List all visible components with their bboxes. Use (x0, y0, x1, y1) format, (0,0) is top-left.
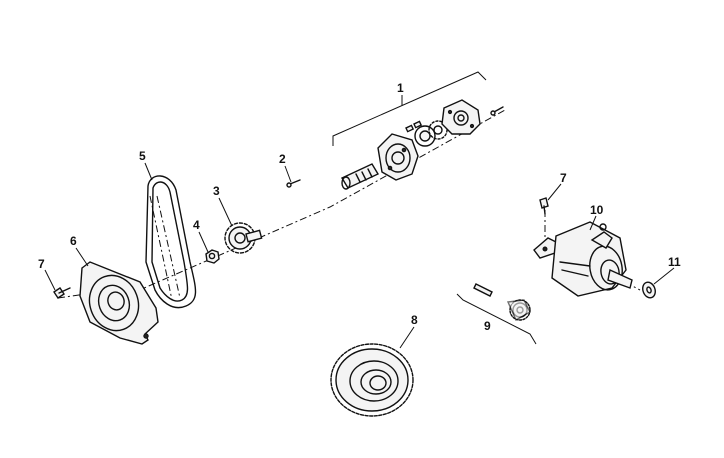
cover-plate-part (79, 261, 159, 345)
starter-motor-part (533, 221, 633, 297)
screw-part (286, 179, 301, 188)
callout-4: 4 (193, 218, 200, 232)
center-axis-line (57, 109, 506, 299)
drive-gear-part (473, 283, 531, 321)
leader-4 (198, 231, 209, 253)
leader-7-left (44, 269, 56, 291)
callout-8: 8 (411, 313, 418, 327)
drive-chain-part (145, 175, 197, 309)
leader-8 (399, 326, 415, 349)
leader-11 (653, 267, 675, 285)
callout-7-left: 7 (38, 257, 45, 271)
large-gear-part (330, 343, 414, 417)
nut-part (205, 249, 220, 264)
leader-5 (144, 162, 153, 181)
callout-11: 11 (668, 255, 681, 269)
callout-5: 5 (139, 149, 146, 163)
bracket-1 (332, 71, 487, 146)
pump-assembly-part (341, 99, 504, 190)
bolt-right-part (539, 197, 549, 215)
callout-7-right: 7 (560, 171, 567, 185)
callout-9: 9 (484, 319, 491, 333)
callout-1: 1 (397, 81, 404, 95)
callout-10: 10 (590, 203, 604, 217)
leader-6 (75, 247, 89, 267)
leader-3 (218, 197, 233, 227)
leader-2 (284, 165, 292, 183)
callout-2: 2 (279, 152, 286, 166)
sprocket-part (224, 222, 263, 254)
callout-3: 3 (213, 184, 220, 198)
washer-part (642, 281, 656, 299)
bracket-9 (456, 293, 537, 345)
callout-6: 6 (70, 234, 77, 248)
leader-7-right (547, 183, 562, 201)
leader-10 (589, 215, 597, 231)
bolt-left-part (53, 287, 71, 299)
